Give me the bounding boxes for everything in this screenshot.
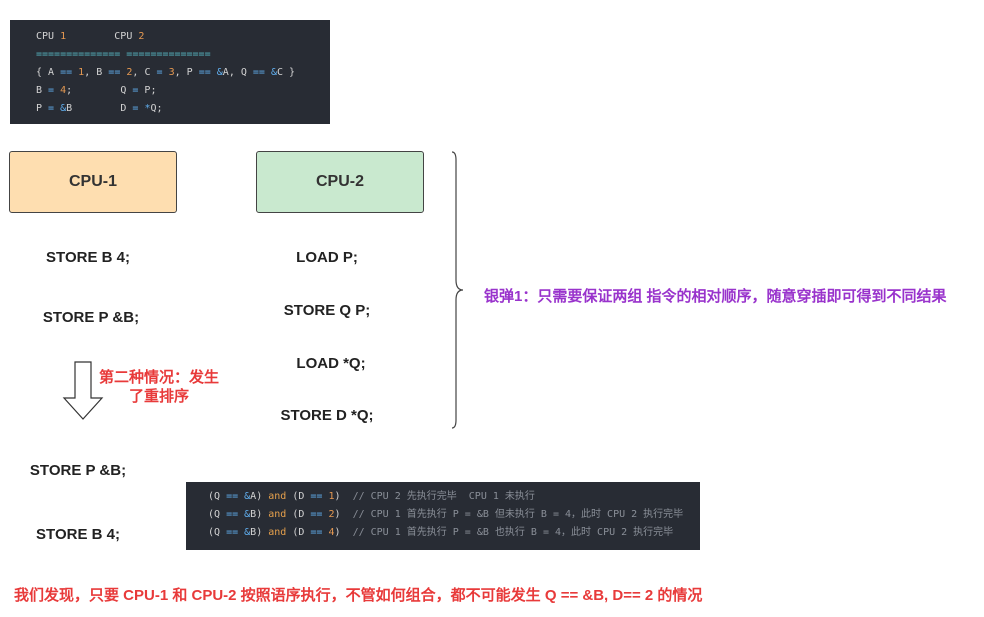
code-token: == <box>310 491 323 502</box>
code-token: A) <box>250 491 269 502</box>
code-token: C } <box>277 67 296 78</box>
cpu-2-label: CPU-2 <box>315 173 364 190</box>
cpu-2-statement-load-q: LOAD *Q; <box>296 355 366 372</box>
code-token: & <box>244 509 251 520</box>
code-token: == <box>226 491 239 502</box>
code-token: ) <box>334 491 353 502</box>
code-token: == <box>198 67 211 78</box>
code-token: == <box>60 67 73 78</box>
conclusion-text: 我们发现，只要 CPU-1 和 CPU-2 按照语序执行，不管如何组合，都不可能… <box>14 587 703 604</box>
code-token: // CPU 2 先执行完毕 CPU 1 未执行 <box>352 491 535 502</box>
reordered-statement-store-b: STORE B 4; <box>36 526 120 543</box>
code-token: A, Q <box>222 67 253 78</box>
outcomes-code-block: (Q == &A) and (D == 1) // CPU 2 先执行完毕 CP… <box>186 482 700 550</box>
code-line-separator: ============== ============== <box>36 49 211 60</box>
code-line-step-1: B = 4; Q = P; <box>36 82 304 100</box>
code-token: & <box>216 67 223 78</box>
code-token: B D <box>66 103 133 114</box>
cpu-2-statement-store-d: STORE D *Q; <box>280 407 374 424</box>
cpu-1-code-number: 1 <box>60 31 67 42</box>
code-token: B <box>36 85 49 96</box>
code-token: (D <box>286 527 311 538</box>
outcome-line-1: (Q == &A) and (D == 1) // CPU 2 先执行完毕 CP… <box>208 488 678 506</box>
code-token: // CPU 1 首先执行 P = &B 也执行 B = 4，此时 CPU 2 … <box>352 527 674 538</box>
code-token: // CPU 1 首先执行 P = &B 但未执行 B = 4，此时 CPU 2… <box>352 509 684 520</box>
code-token: B) <box>250 509 269 520</box>
cpu-1-statement-store-b: STORE B 4; <box>46 249 130 266</box>
cpu-2-box: CPU-2 <box>256 151 424 213</box>
cpu-2-code-number: 2 <box>138 31 145 42</box>
cpu-1-statement-store-p: STORE P &B; <box>42 309 140 326</box>
code-token: 1 <box>328 491 335 502</box>
code-token: (Q <box>208 509 227 520</box>
code-token: and <box>268 527 287 538</box>
code-token: = <box>48 103 55 114</box>
code-token: , B <box>84 67 109 78</box>
code-token: = <box>132 85 139 96</box>
brace-annotation: 银弹1：只需要保证两组 指令的相对顺序，随意穿插即可得到不同结果 <box>484 288 947 305</box>
outcome-line-2: (Q == &B) and (D == 2) // CPU 1 首先执行 P =… <box>208 506 683 524</box>
curly-brace-shape <box>451 151 464 429</box>
code-token: == <box>310 527 323 538</box>
code-token: { A <box>36 67 61 78</box>
code-token: B) <box>250 527 269 538</box>
code-token: 2 <box>328 509 335 520</box>
code-token: == <box>226 527 239 538</box>
code-token: P <box>36 103 49 114</box>
code-token: & <box>60 103 67 114</box>
code-line-step-2: P = &B D = *Q; <box>36 100 304 118</box>
code-token: = <box>156 67 163 78</box>
cpu-2-statement-store-q: STORE Q P; <box>283 302 371 319</box>
code-token: (Q <box>208 491 227 502</box>
down-arrow-shape <box>62 361 104 420</box>
code-token: and <box>268 509 287 520</box>
code-token: P; <box>138 85 157 96</box>
init-code-block: CPU 1 CPU 2 ============== =============… <box>10 20 330 124</box>
code-line-initial-values: { A == 1, B == 2, C = 3, P == &A, Q == &… <box>36 64 304 82</box>
code-line-cpu-headers: CPU 1 CPU 2 <box>36 28 304 46</box>
cpu-2-code-label: CPU <box>66 31 139 42</box>
code-token: == <box>252 67 265 78</box>
code-token: 4 <box>60 85 67 96</box>
code-token: Q; <box>150 103 163 114</box>
code-token: (D <box>286 509 311 520</box>
code-token: * <box>144 103 151 114</box>
code-token: (D <box>286 491 311 502</box>
code-token: and <box>268 491 287 502</box>
code-token: ) <box>334 509 353 520</box>
code-token: , P <box>174 67 199 78</box>
cpu-1-label: CPU-1 <box>68 173 117 190</box>
code-token: = <box>132 103 139 114</box>
code-token: == <box>310 509 323 520</box>
code-token: & <box>270 67 278 78</box>
code-token: == <box>226 509 239 520</box>
reorder-case-note: 第二种情况：发生了重排序 <box>98 369 219 405</box>
code-token: & <box>244 491 251 502</box>
code-token: 1 <box>78 67 85 78</box>
cpu-1-code-label: CPU <box>36 31 61 42</box>
code-token: == <box>108 67 121 78</box>
code-token: ; Q <box>66 85 133 96</box>
cpu-2-statement-load-p: LOAD P; <box>296 249 358 266</box>
outcome-line-3: (Q == &B) and (D == 4) // CPU 1 首先执行 P =… <box>208 524 678 542</box>
code-token: 2 <box>126 67 133 78</box>
code-token: ) <box>334 527 353 538</box>
code-token: (Q <box>208 527 227 538</box>
cpu-1-box: CPU-1 <box>9 151 177 213</box>
code-token: & <box>244 527 251 538</box>
code-token: , C <box>132 67 157 78</box>
code-token: = <box>48 85 55 96</box>
reordered-statement-store-p: STORE P &B; <box>29 462 127 479</box>
code-token: 4 <box>328 527 335 538</box>
code-token: 3 <box>168 67 175 78</box>
